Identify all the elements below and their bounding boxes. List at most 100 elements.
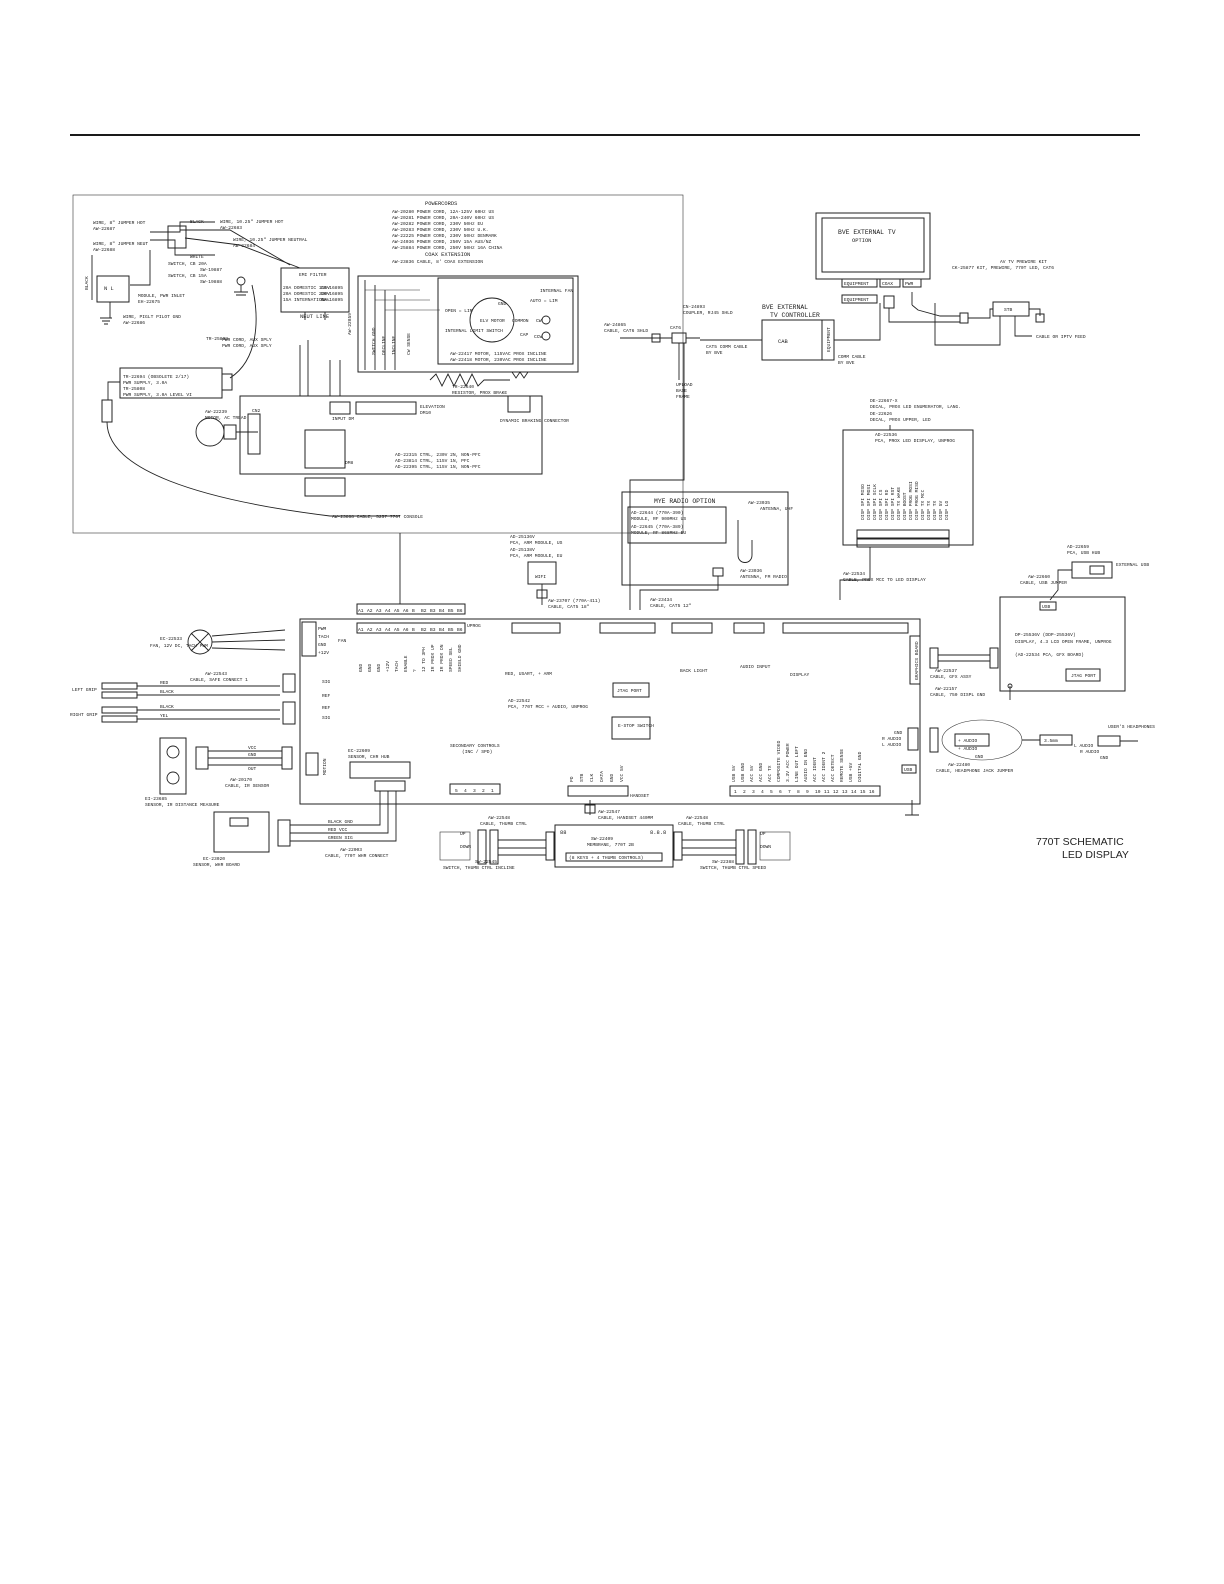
schematic-title-line2: LED DISPLAY	[1062, 849, 1129, 861]
auto-cap-label: AUTO = LIM	[530, 298, 558, 304]
users-l-audio: L AUDIO	[1074, 743, 1094, 749]
thumb-cable-r-desc: CABLE, THUMB CTRL	[678, 821, 725, 827]
led-pin-label: DISP SPI SCLK	[872, 484, 878, 520]
decal1-desc: DECAL, PROX LED ENUMERATOR, LANG.	[870, 404, 961, 410]
led-pin-label: DISP LO	[944, 500, 950, 520]
coupler-desc: COUPLER, RJ45 SHLD	[683, 310, 733, 316]
led-pin-label: DISP TX WAKE	[896, 487, 902, 520]
usb-jumper-desc: CABLE, USB JUMPER	[1020, 580, 1067, 586]
pwr-cord-pn: TR-25808	[206, 336, 228, 342]
bottom-pin-label: REMOTE SENSE	[839, 749, 845, 782]
upper-pin-label: B3	[430, 608, 436, 614]
gfx-board-label: GRAPHICS BOARD	[914, 641, 920, 680]
ps-new-desc: PWR SUPPLY, 3.0A LEVEL VI	[123, 392, 192, 398]
bottom-pin-num: 10	[815, 789, 821, 795]
users-r-audio: R AUDIO	[1080, 749, 1100, 755]
hp-r-audio: R AUDIO	[882, 736, 902, 742]
wire-pigtail-label: WIRE, PIGLT PILOT GND	[123, 314, 181, 320]
ir-distance-sensor: EI-23685 SENSOR, IR DISTANCE MEASURE VCC…	[145, 737, 293, 808]
ant-uhf-pn: AW-23035	[748, 500, 770, 506]
svg-text:BASE: BASE	[676, 388, 687, 394]
powercord-item: AW-20282 POWER CORD, 230V 50Hz EU	[392, 221, 483, 227]
upper-pin-label: B2	[421, 608, 427, 614]
powercord-item: AW-20280 POWER CORD, 12A-125V 60Hz US	[392, 209, 494, 215]
svg-text:DM8: DM8	[345, 460, 354, 466]
bottom-pin-label: ACC IDENT	[812, 757, 818, 782]
chr-green: GREEN SIG	[328, 835, 353, 841]
thumb-sw-l-pn: SW-22545	[475, 859, 497, 865]
bottom-pin-label: ACC 5V	[749, 765, 755, 782]
bottom-pin-num: 13	[842, 789, 848, 795]
cw-label: CW	[536, 318, 542, 324]
decal2-pn: DE-22626	[870, 411, 892, 417]
led-display-pca: DE-22667-X DECAL, PROX LED ENUMERATOR, L…	[839, 398, 974, 600]
cable-gnd-pn: AW-22157	[935, 686, 957, 692]
upper-pin-label-inner: A2	[367, 627, 373, 633]
cable-gnd-desc: CABLE, 750 DISPL GND	[930, 692, 985, 698]
decal2-desc: DECAL, PROX UPPER, LED	[870, 417, 931, 423]
ir-cable-pn: AW-22543	[205, 671, 227, 677]
emi-20a-dom: 20A DOMESTIC 230V	[283, 291, 330, 297]
mye-mod1-desc: MODULE, RF 900MHz US	[631, 516, 686, 522]
bottom-pin-num: 8	[797, 789, 800, 795]
coax-header: COAX EXTENSION	[425, 252, 470, 258]
thumb-sw-r-desc: SWITCH, THUMB CTRL SPEED	[700, 865, 766, 871]
thumb-sw-r-pn: SW-22388	[712, 859, 734, 865]
bottom-pin-num: 5	[770, 789, 773, 795]
upper-pin-label: B5	[448, 608, 454, 614]
secondary-pin-num: 3	[473, 788, 476, 794]
svg-text:CN2: CN2	[252, 408, 261, 414]
handset-label: HANDSET	[630, 793, 650, 799]
display-jtag: JTAG PORT	[1071, 673, 1096, 679]
display-label: DISPLAY	[790, 672, 810, 678]
ps-new: TR-25808	[123, 386, 145, 392]
bottom-pin-label: ACC DETECT	[830, 754, 836, 782]
comm-cable-by: BY BVE	[838, 360, 855, 366]
arm-pn1-desc: PCA, ARM MODULE, US	[510, 540, 563, 546]
jumper-hot-label: WIRE, 8" JUMPER HOT	[93, 220, 146, 226]
red-wire-1: RED	[160, 680, 169, 686]
switch-cb20: SWITCH, CB 20A	[168, 261, 207, 267]
controller-title: BVE EXTERNAL	[762, 304, 808, 311]
hp-gnd: GND	[894, 730, 903, 736]
prewire-pn: CK-25877 KIT, PREWIRE, 770T LED, CAT6	[952, 265, 1054, 271]
hp-jack-r: + AUDIO	[958, 738, 978, 744]
pwr-cord-aux-pn: PWR CORD, AUX SPLY	[222, 337, 272, 343]
internal-fan-label: INTERNAL FAN	[540, 288, 573, 294]
emi-filter: EMI FILTER 20A DOMESTIC 115V 20A DOMESTI…	[280, 267, 350, 320]
pwr-label: PWR	[905, 281, 914, 287]
bottom-pin-label: ACC GND	[758, 762, 764, 782]
bottom-pin-num: 16	[869, 789, 875, 795]
main-pca-desc: PCA, 770T MCC + AUDIO, UNPROG	[508, 704, 588, 710]
motor-ident2: AW-22418 MOTOR, 230VAC PROX INCLINE	[450, 357, 547, 363]
fan-desc: FAN, 12V DC, TACH PWM	[150, 643, 208, 649]
module-pwr-label: MODULE, PWR INLET	[138, 293, 185, 299]
hp-jack-gnd: GND	[975, 754, 984, 760]
tv-prewire: AV TV PREWIRE KIT CK-25877 KIT, PREWIRE,…	[934, 259, 1086, 346]
powercord-item: AW-24036 POWER CORD, 250V 15A AUS/NZ	[392, 239, 491, 245]
handset-pin-label: VCC 5V	[619, 765, 625, 782]
main-pin-label: ?	[412, 669, 418, 672]
switch-cb20-pn: SW-19887	[200, 267, 222, 273]
ant-fm-desc: ANTENNA, FM RADIO	[740, 574, 787, 580]
arm-pn1: AD-25136V	[510, 534, 535, 540]
arm-cable-pn: AW-23707 (770A-411)	[548, 598, 600, 604]
cat6-shld-pn: AW-24865	[604, 322, 626, 328]
equipment-label: EQUIPMENT	[844, 281, 869, 287]
upper-pin-label: A2	[367, 608, 373, 614]
main-pin-label: GND	[367, 663, 373, 672]
bottom-pin-num: 6	[779, 789, 782, 795]
internal-limit-label: INTERNAL LIMIT SWITCH	[445, 328, 503, 334]
jumper-hot-pn: AW-22687	[93, 226, 115, 232]
led-pin-label: DISP SPI MISO	[860, 484, 866, 520]
powercords-list: POWERCORDS AW-20280 POWER CORD, 12A-125V…	[392, 201, 503, 265]
led-pin-label: DISP BOOST	[902, 492, 908, 520]
led-pin-label: DISP PROG MOSI	[908, 481, 914, 520]
cat5-comm-label: CAT5 COMM CABLE	[706, 344, 748, 350]
right-grip-label: RIGHT GRIP	[70, 712, 98, 718]
yel-wire: YEL	[160, 713, 169, 719]
main-pin-label: ENABLE	[403, 655, 409, 672]
jumper-1025-hot: WIRE, 10.25" JUMPER HOT	[220, 219, 284, 225]
